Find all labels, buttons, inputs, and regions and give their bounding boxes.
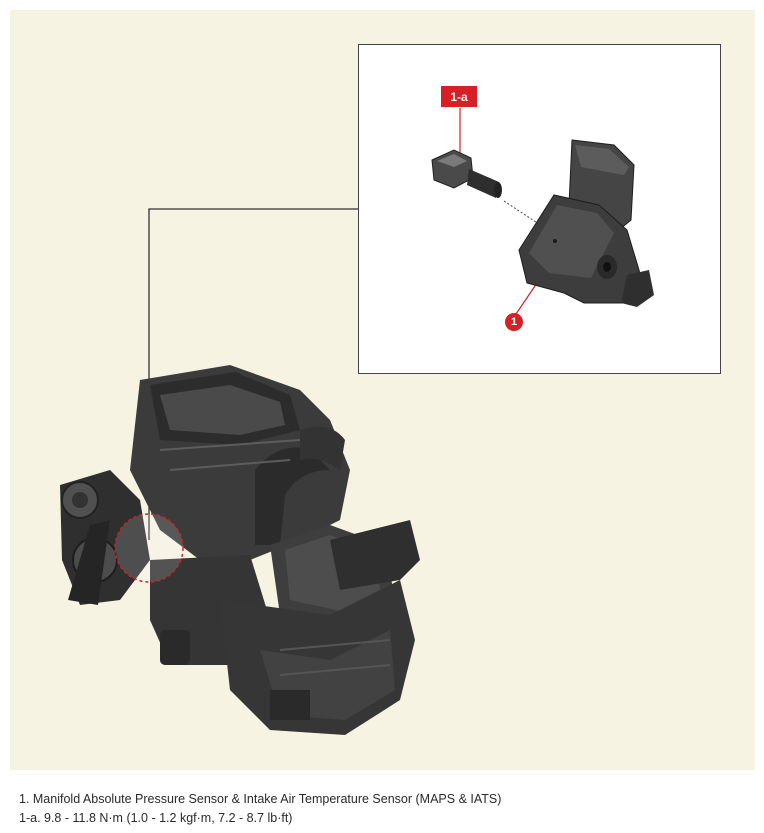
detail-illustration — [431, 108, 654, 315]
caption-sensor-description: 1. Manifold Absolute Pressure Sensor & I… — [19, 792, 502, 806]
caption-block: 1. Manifold Absolute Pressure Sensor & I… — [19, 790, 501, 828]
engine-assembly-icon — [60, 365, 420, 735]
sensor-callout-number: 1 — [505, 313, 523, 331]
sensor-leader-line — [515, 282, 538, 315]
maps-iats-sensor-icon — [518, 139, 654, 307]
bolt-icon — [431, 149, 502, 198]
caption-torque-spec: 1-a. 9.8 - 11.8 N·m (1.0 - 1.2 kgf·m, 7.… — [19, 811, 293, 825]
highlight-circle — [114, 513, 184, 583]
detail-box — [358, 44, 721, 374]
bolt-callout-tag: 1-a — [441, 86, 477, 107]
